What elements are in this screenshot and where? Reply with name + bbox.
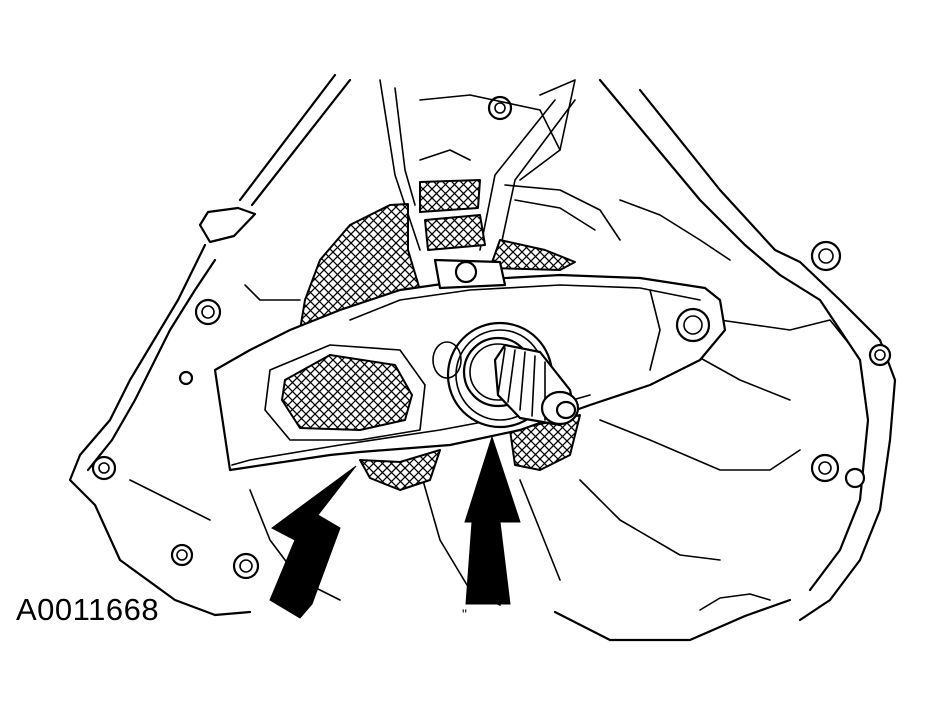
release-bearing-arrow bbox=[464, 435, 521, 605]
release-bearing-and-input-shaft bbox=[432, 321, 580, 429]
callout-arrows bbox=[269, 435, 521, 619]
small-mark: " bbox=[462, 606, 467, 622]
clutch-release-lever-arrow bbox=[269, 465, 357, 619]
figure-reference-label: A0011668 bbox=[16, 592, 160, 627]
